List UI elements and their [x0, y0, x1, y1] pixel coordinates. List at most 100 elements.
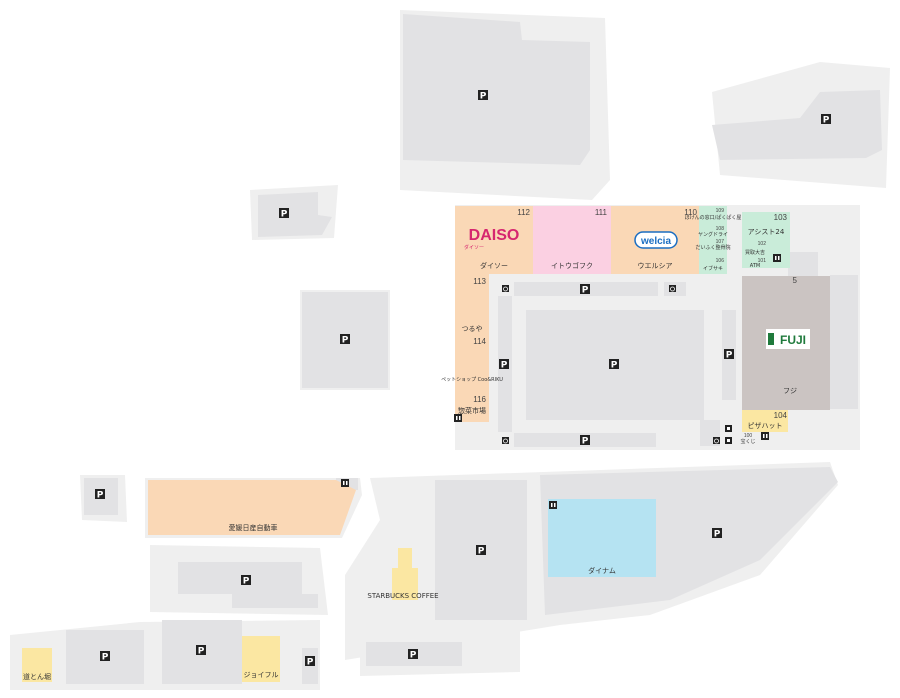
restroom-icon — [761, 432, 769, 440]
welcia-name: ウエルシア — [638, 262, 673, 270]
store-pizzahut[interactable] — [742, 410, 788, 432]
svg-text:P: P — [501, 361, 508, 371]
building — [712, 90, 882, 160]
svg-text:P: P — [726, 351, 733, 361]
buildings — [66, 14, 882, 684]
parking-icon[interactable]: P — [476, 545, 486, 557]
parking-icon[interactable]: P — [95, 489, 105, 501]
ehime-nissan-name: 愛媛日産自動車 — [229, 523, 278, 532]
building — [788, 252, 818, 276]
svg-text:P: P — [102, 653, 109, 663]
dynam-name: ダイナム — [588, 566, 616, 575]
restroom-icon — [549, 501, 557, 509]
parking-icon[interactable]: P — [499, 359, 509, 371]
building — [830, 275, 858, 409]
parking-icon[interactable]: P — [609, 359, 619, 371]
small-shop-number: 106 — [716, 258, 725, 264]
small-shop-name: ほけんの窓口/ぱくぱく屋 — [685, 214, 742, 221]
svg-text:P: P — [823, 116, 830, 126]
pizzahut-number: 104 — [774, 411, 788, 420]
parking-icon[interactable]: P — [305, 656, 315, 668]
store-small-shops[interactable] — [699, 206, 727, 274]
small-shop-number: 107 — [716, 239, 725, 245]
welcia-logo-frame — [634, 231, 678, 249]
tsuruya-number: 113 — [473, 277, 486, 286]
store-assist24[interactable] — [742, 212, 790, 268]
svg-text:P: P — [582, 286, 589, 296]
atm-name: ATM — [750, 263, 760, 269]
fuji-logo: FUJI — [780, 333, 806, 347]
parking-icon[interactable]: P — [580, 435, 590, 447]
fuji-name: フジ — [783, 387, 797, 395]
souzai-name: 惣菜市場 — [458, 406, 486, 415]
restroom-icon — [454, 414, 462, 422]
wheelchair-icon — [502, 285, 509, 292]
parking-icon[interactable]: P — [100, 651, 110, 663]
building — [178, 562, 302, 594]
parking-icon[interactable]: P — [340, 334, 350, 346]
parking-icon[interactable]: P — [196, 645, 206, 657]
daiso-logo-sub: ダイソー — [464, 244, 484, 251]
small-shop-name: ヤングドライ — [698, 231, 728, 238]
elevator-icon — [725, 425, 732, 432]
parking-icon[interactable]: P — [580, 284, 590, 296]
parking-icon[interactable]: P — [712, 528, 722, 540]
building — [258, 192, 332, 237]
svg-text:P: P — [342, 336, 349, 346]
souzai-number: 116 — [473, 395, 486, 404]
parking-icon[interactable]: P — [724, 349, 734, 361]
welcia-number: 110 — [684, 208, 697, 217]
building — [403, 14, 590, 165]
pizzahut-name: ピザハット — [748, 422, 783, 430]
itogofuku-number: 111 — [595, 208, 608, 217]
restroom-icon — [341, 479, 349, 487]
store-daiso[interactable] — [455, 206, 533, 274]
assist24-name: アシスト24 — [748, 228, 785, 236]
store-itogofuku[interactable] — [533, 206, 611, 274]
parking-icon[interactable]: P — [821, 114, 831, 126]
daiso-number: 112 — [517, 208, 530, 217]
parking-icon[interactable]: P — [279, 208, 289, 220]
store-labels: 112 ダイソー 111 イトウゴフク 110 ウエルシア 109 ほけんの窓口… — [23, 208, 798, 681]
facility-icons — [341, 254, 781, 509]
kaitori-name: 買取大吉 — [745, 249, 765, 256]
fuji-logo-mark — [768, 333, 774, 345]
tsuruya-name: つるや — [462, 325, 483, 333]
small-shop-name: イブサキ — [703, 265, 723, 272]
store-left-column[interactable] — [455, 274, 489, 422]
parking-icon[interactable]: P — [478, 90, 488, 102]
building — [232, 594, 318, 608]
small-shop-number: 109 — [716, 208, 725, 214]
svg-text:P: P — [198, 647, 205, 657]
logos: DAISO ダイソー welcia FUJI — [464, 227, 810, 349]
stores — [22, 206, 830, 682]
parking-icon[interactable]: P — [408, 649, 418, 661]
starbucks-name: STARBUCKS COFFEE — [367, 592, 438, 600]
petshop-name: ペットショップ Coo&RIKU — [441, 377, 503, 383]
store-michitonba[interactable] — [22, 648, 52, 682]
daiso-logo: DAISO — [469, 227, 520, 244]
parking-markers: P P P P P P P P P P P P P P P P P — [95, 90, 831, 668]
store-ehime-nissan[interactable] — [148, 480, 356, 535]
fuji-number: 5 — [793, 276, 798, 285]
michitonba-name: 道とん堀 — [23, 672, 51, 681]
joyfull-name: ジョイフル — [244, 671, 279, 679]
store-dynam[interactable] — [548, 499, 656, 577]
small-104b-name: 宝くじ — [740, 438, 755, 445]
svg-text:P: P — [582, 437, 589, 447]
fuji-logo-frame — [766, 329, 810, 349]
svg-text:P: P — [478, 547, 485, 557]
atm-number: 101 — [758, 258, 767, 264]
svg-text:P: P — [714, 530, 721, 540]
wheelchair-icon — [502, 437, 509, 444]
elevator-icon — [725, 437, 732, 444]
svg-text:P: P — [307, 658, 314, 668]
wheelchair-icon — [713, 437, 720, 444]
parking-icon[interactable]: P — [241, 575, 251, 587]
svg-text:P: P — [611, 361, 618, 371]
svg-text:P: P — [97, 491, 104, 501]
store-starbucks[interactable] — [392, 548, 418, 600]
kaitori-number: 102 — [758, 241, 767, 247]
store-joyfull[interactable] — [242, 636, 280, 682]
